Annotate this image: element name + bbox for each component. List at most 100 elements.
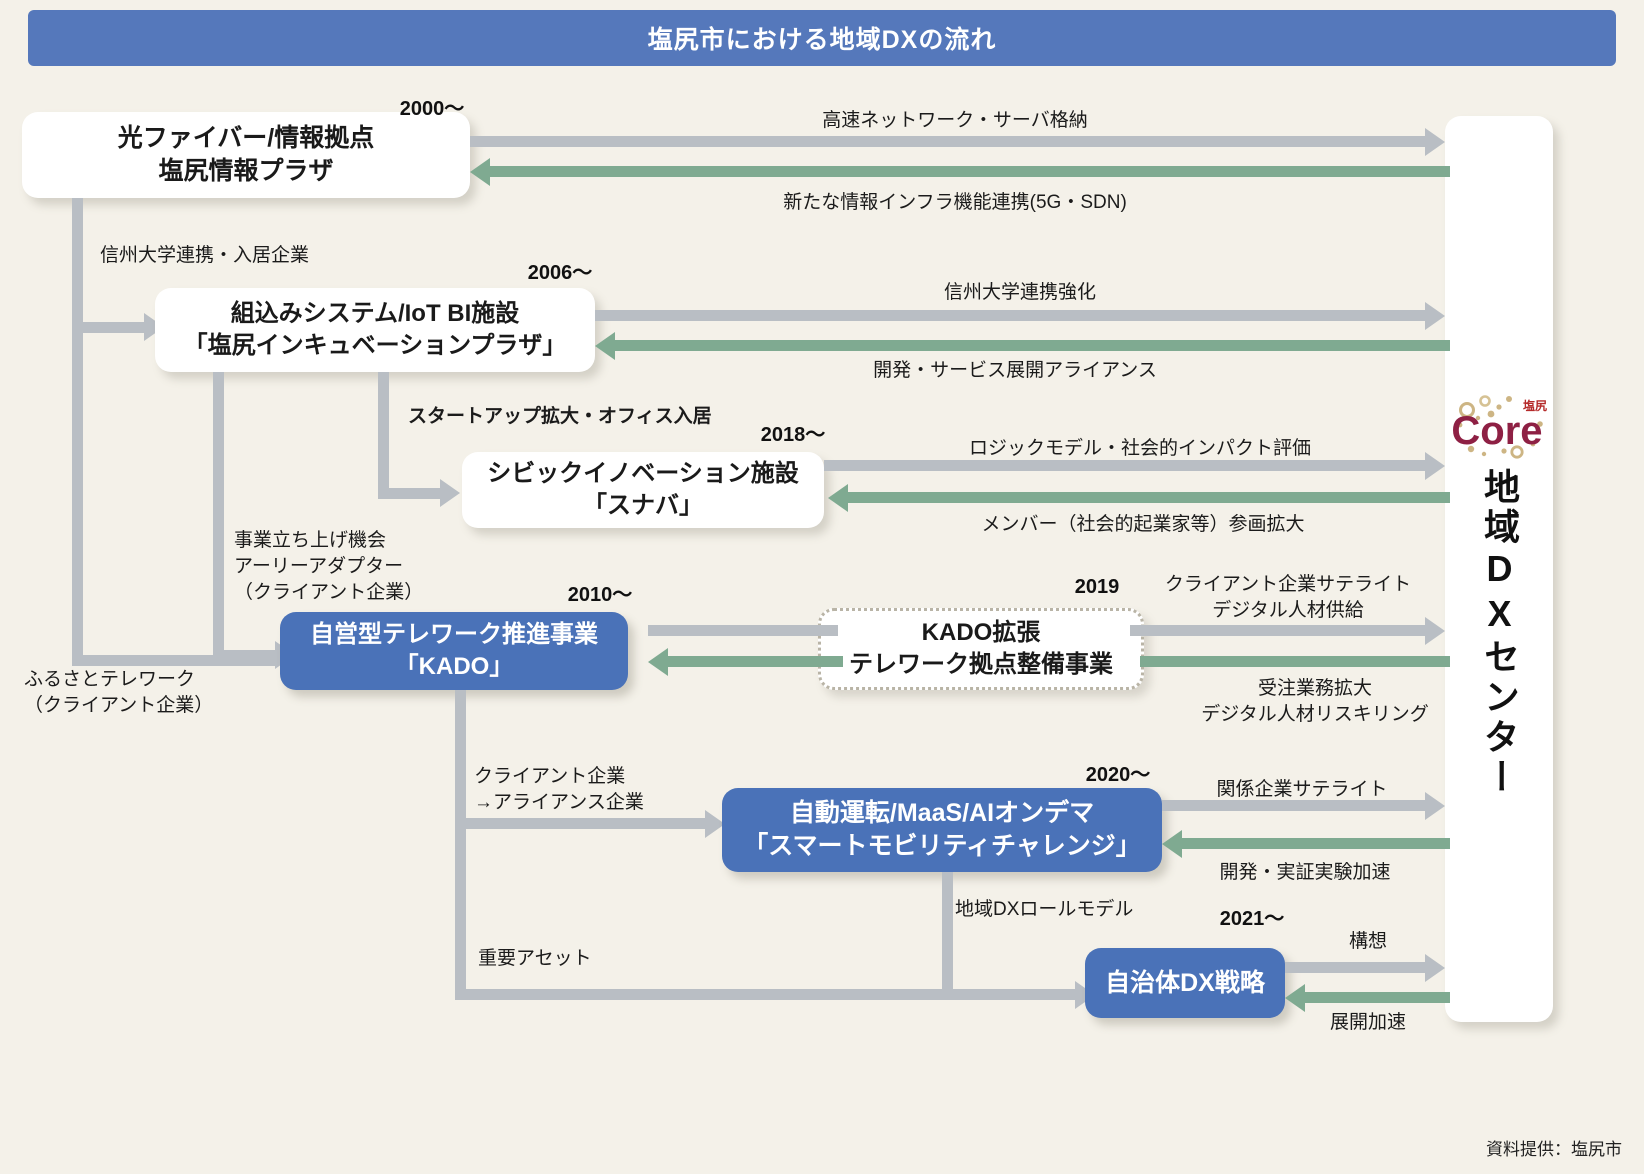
- label-early-adopter-l2: アーリーアダプター: [234, 556, 404, 578]
- edge-kado-to-govdx-h: [455, 989, 1085, 1000]
- year-2018: 2018〜: [760, 424, 826, 446]
- edge-kado-down-v: [455, 690, 466, 1000]
- arrow-sunaba-out-head: [1425, 452, 1445, 480]
- label-furusato-l2: （クライアント企業）: [24, 695, 214, 717]
- year-2019: 2019: [1074, 576, 1120, 598]
- label-shinshu-univ-tenant: 信州大学連携・入居企業: [100, 245, 310, 266]
- core-center-vertical-label: 地域DXセンター: [1479, 468, 1520, 798]
- label-early-adopter-l3: （クライアント企業）: [234, 582, 424, 604]
- page-title: 塩尻市における地域DXの流れ: [28, 10, 1616, 66]
- node-civic-innovation-sunaba[interactable]: シビックイノベーション施設 「スナバ」: [462, 452, 824, 528]
- edge-incub-to-sunaba-h: [378, 488, 440, 499]
- node-incubation-plaza[interactable]: 組込みシステム/IoT BI施設 「塩尻インキュベーションプラザ」: [155, 288, 595, 372]
- label-kado-in-l1: 受注業務拡大: [1257, 678, 1372, 699]
- arrow-mobility-out-line: [1162, 800, 1425, 811]
- edge-incub-to-sunaba-head: [440, 479, 460, 507]
- edge-kado-to-mobility-head: [705, 810, 725, 838]
- edge-furusato-h: [72, 655, 275, 666]
- node-kado-expansion[interactable]: KADO拡張 テレワーク拠点整備事業: [818, 608, 1144, 690]
- year-2020: 2020〜: [1085, 764, 1151, 786]
- arrow-kado-out-head: [1425, 617, 1445, 645]
- arrow-incub-in-line: [615, 340, 1450, 351]
- node-kado-expand-line2: テレワーク拠点整備事業: [849, 651, 1113, 678]
- node-kado-line2: 「KADO」: [394, 653, 514, 680]
- label-incub-in: 開発・サービス展開アライアンス: [873, 360, 1157, 381]
- label-fiber-in: 新たな情報インフラ機能連携(5G・SDN): [783, 192, 1127, 213]
- edge-mobility-to-govdx-h: [942, 989, 1085, 1000]
- year-2010: 2010〜: [567, 584, 633, 606]
- edge-fiber-to-incubation-h: [72, 322, 144, 333]
- arrow-mobility-in-head: [1162, 830, 1182, 858]
- label-early-adopter-l1: 事業立ち上げ機会: [234, 530, 387, 551]
- arrow-incub-out-line: [595, 310, 1425, 321]
- label-kado-in-l2: デジタル人材リスキリング: [1201, 704, 1429, 726]
- arrow-kado-out-line: [1130, 625, 1425, 636]
- label-kado-out: クライアント企業サテライト デジタル人材供給: [1165, 572, 1411, 624]
- node-fiber-info-plaza[interactable]: 光ファイバー/情報拠点 塩尻情報プラザ: [22, 112, 470, 198]
- label-govdx-in: 展開加速: [1329, 1012, 1407, 1033]
- edge-kado-to-mobility-h: [455, 818, 715, 829]
- node-mobility-line2: 「スマートモビリティチャレンジ」: [743, 832, 1141, 860]
- arrow-mobility-in-line: [1182, 838, 1450, 849]
- node-sunaba-line1: シビックイノベーション施設: [487, 460, 799, 488]
- source-credit: 資料提供：塩尻市: [1486, 1140, 1622, 1159]
- arrow-kado-expand-in-line: [668, 656, 843, 667]
- node-incubation-line2: 「塩尻インキュベーションプラザ」: [183, 332, 567, 359]
- node-gov-dx-strategy[interactable]: 自治体DX戦略: [1085, 948, 1285, 1018]
- arrow-sunaba-in-line: [848, 492, 1450, 503]
- arrow-sunaba-in-head: [828, 484, 848, 512]
- label-sunaba-out: ロジックモデル・社会的インパクト評価: [968, 438, 1312, 459]
- node-incubation-line1: 組込みシステム/IoT BI施設: [230, 300, 520, 328]
- edge-furusato-v: [72, 322, 83, 666]
- label-sunaba-in: メンバー（社会的起業家等）参画拡大: [981, 514, 1305, 535]
- arrow-kado-in-line: [1140, 656, 1450, 667]
- core-logo: Core 塩尻: [1447, 394, 1551, 460]
- node-mobility-line1: 自動運転/MaaS/AIオンデマ: [789, 799, 1095, 827]
- arrow-incub-out-head: [1425, 302, 1445, 330]
- arrow-govdx-in-head: [1285, 984, 1305, 1012]
- arrow-govdx-in-line: [1305, 992, 1450, 1003]
- label-furusato-l1: ふるさとテレワーク: [24, 669, 196, 690]
- label-important-asset: 重要アセット: [478, 948, 592, 969]
- arrow-fiber-out-line: [470, 136, 1425, 147]
- arrow-incub-in-head: [595, 332, 615, 360]
- node-sunaba-line2: 「スナバ」: [583, 492, 703, 519]
- core-logo-word: Core: [1451, 409, 1542, 453]
- label-client-alliance-l2: →アライアンス企業: [474, 792, 644, 814]
- year-2021: 2021〜: [1219, 908, 1285, 930]
- node-kado-telework[interactable]: 自営型テレワーク推進事業 「KADO」: [280, 612, 628, 690]
- year-2006: 2006〜: [527, 262, 593, 284]
- edge-mobility-to-govdx-v: [942, 872, 953, 989]
- label-early-adopter: 事業立ち上げ機会 アーリーアダプター （クライアント企業）: [234, 528, 423, 607]
- edge-incub-to-sunaba-v: [378, 372, 389, 488]
- core-dx-center-panel: Core 塩尻 地域DXセンター: [1445, 116, 1553, 1022]
- arrow-govdx-out-head: [1425, 954, 1445, 982]
- arrow-govdx-out-line: [1285, 962, 1425, 973]
- label-startup-office: スタートアップ拡大・オフィス入居: [408, 406, 712, 427]
- label-fiber-out: 高速ネットワーク・サーバ格納: [822, 110, 1088, 131]
- arrow-mobility-out-head: [1425, 792, 1445, 820]
- node-fiber-line1: 光ファイバー/情報拠点: [117, 124, 375, 152]
- edge-incub-to-kado-v: [213, 372, 224, 650]
- node-smart-mobility[interactable]: 自動運転/MaaS/AIオンデマ 「スマートモビリティチャレンジ」: [722, 788, 1162, 872]
- label-mobility-in: 開発・実証実験加速: [1219, 862, 1391, 883]
- label-incub-out: 信州大学連携強化: [943, 282, 1097, 303]
- arrow-kado-expand-in-head: [648, 648, 668, 676]
- core-logo-superscript: 塩尻: [1523, 398, 1547, 413]
- node-govdx-line1: 自治体DX戦略: [1105, 968, 1265, 997]
- arrow-fiber-out-head: [1425, 128, 1445, 156]
- node-fiber-line2: 塩尻情報プラザ: [158, 157, 334, 185]
- label-kado-in: 受注業務拡大 デジタル人材リスキリング: [1201, 676, 1429, 728]
- node-kado-expand-line1: KADO拡張: [921, 619, 1041, 647]
- label-kado-out-l1: クライアント企業サテライト: [1164, 574, 1412, 595]
- arrow-fiber-in-line: [490, 166, 1450, 177]
- arrow-kado-expand-out-line: [648, 625, 838, 636]
- label-client-alliance-l1: クライアント企業: [474, 766, 626, 787]
- arrow-fiber-in-head: [470, 158, 490, 186]
- arrow-sunaba-out-line: [824, 460, 1425, 471]
- label-govdx-out: 構想: [1348, 931, 1388, 952]
- node-kado-line1: 自営型テレワーク推進事業: [310, 621, 598, 649]
- label-kado-out-l2: デジタル人材供給: [1212, 600, 1364, 622]
- label-dx-rolemodel: 地域DXロールモデル: [955, 899, 1134, 920]
- year-2000: 2000〜: [399, 98, 465, 120]
